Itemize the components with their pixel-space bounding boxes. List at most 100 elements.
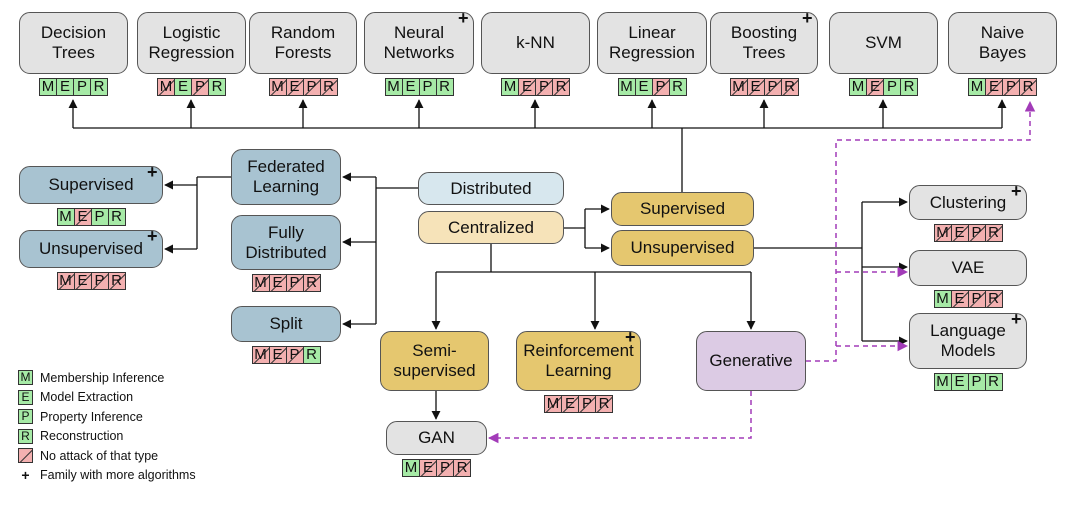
more-algorithms-plus-icon: + — [625, 327, 636, 347]
attack-badge-p: P — [90, 208, 109, 226]
node-random-forests: Random Forests — [249, 12, 357, 74]
attack-badge-e: E — [73, 272, 92, 290]
attack-badge-r: R — [900, 78, 918, 96]
more-algorithms-plus-icon: + — [147, 162, 158, 182]
attack-badge-e: E — [985, 78, 1003, 96]
attack-badge-m: M — [384, 78, 403, 96]
attack-badge-e: E — [174, 78, 192, 96]
attack-badge-p: P — [578, 395, 596, 413]
attack-badge-r: R — [208, 78, 226, 96]
attack-badge-m: M — [251, 346, 270, 364]
generative-to-gan — [487, 391, 752, 444]
attack-badge-e: E — [285, 78, 304, 96]
attack-badge-m: M — [933, 224, 952, 242]
node-svm: SVM — [829, 12, 938, 74]
attack-badge-r: R — [107, 208, 126, 226]
attack-badge-p: P — [1002, 78, 1020, 96]
attack-badge-p: P — [967, 224, 986, 242]
attack-badge-p: P — [967, 290, 986, 308]
more-algorithms-plus-icon: + — [1011, 181, 1022, 201]
legend-item: P Property Inference — [18, 407, 196, 427]
attack-badge-p: P — [967, 373, 986, 391]
attack-badge-e: E — [56, 78, 74, 96]
node-federated-learning: Federated Learning — [231, 149, 341, 205]
attack-badge-m: M — [933, 290, 952, 308]
legend-item: R Reconstruction — [18, 427, 196, 447]
more-algorithms-plus-icon: + — [458, 8, 469, 28]
attack-badge-r: R — [780, 78, 799, 96]
attack-badge-e: E — [518, 78, 536, 96]
legend-label: Property Inference — [40, 409, 143, 424]
attack-badge-e: E — [866, 78, 884, 96]
node-unsupervised: Unsupervised — [611, 230, 754, 266]
attack-badge-r: R — [984, 290, 1003, 308]
legend-label: Reconstruction — [40, 429, 124, 444]
attack-badge-m: M — [544, 395, 562, 413]
attack-badge-r: R — [595, 395, 613, 413]
legend-label: Model Extraction — [40, 390, 134, 405]
attack-badge-m: M — [849, 78, 867, 96]
legend-label: Membership Inference — [40, 370, 165, 385]
attack-badge-m: M — [617, 78, 636, 96]
attack-badge-p: P — [535, 78, 553, 96]
legend-item: +Family with more algorithms — [18, 466, 196, 486]
node-knn: k-NN — [481, 12, 590, 74]
attack-badge-m: M — [968, 78, 986, 96]
node-vae: VAE — [909, 250, 1027, 286]
attack-badge-e: E — [746, 78, 765, 96]
attack-badge-m: M — [157, 78, 175, 96]
node-logistic-regression: Logistic Regression — [137, 12, 246, 74]
node-supervised: Supervised — [611, 192, 754, 226]
node-language-models: Language Models — [909, 313, 1027, 369]
attack-badge-e: E — [401, 78, 420, 96]
attack-badge-e: E — [950, 290, 969, 308]
attack-badge-p: P — [90, 272, 109, 290]
attack-badge-r: R — [302, 274, 321, 292]
attack-badge-p: P — [285, 346, 304, 364]
attack-badge-p: P — [418, 78, 437, 96]
attack-badge-r: R — [552, 78, 570, 96]
attack-badge-p: P — [191, 78, 209, 96]
attack-badge-p: P — [73, 78, 91, 96]
attack-badge-e: E — [950, 373, 969, 391]
more-algorithms-plus-icon: + — [1011, 309, 1022, 329]
attack-badge-m: M — [933, 373, 952, 391]
node-distributed: Distributed — [418, 172, 564, 205]
more-algorithms-plus-icon: + — [147, 226, 158, 246]
legend-label: Family with more algorithms — [40, 468, 196, 483]
attack-badge-e: E — [73, 208, 92, 226]
legend-swatch: R — [18, 428, 33, 444]
attack-badge-r: R — [90, 78, 108, 96]
node-clustering: Clustering — [909, 185, 1027, 220]
legend-swatch: P — [18, 409, 33, 425]
attack-badge-r: R — [107, 272, 126, 290]
attack-badge-r: R — [1019, 78, 1037, 96]
attack-badge-m: M — [56, 208, 75, 226]
node-generative: Generative — [696, 331, 806, 391]
node-linear-regression: Linear Regression — [597, 12, 707, 74]
node-naive-bayes: Naive Bayes — [948, 12, 1057, 74]
attack-badge-r: R — [668, 78, 687, 96]
attack-badge-r: R — [435, 78, 454, 96]
node-decision-trees: Decision Trees — [19, 12, 128, 74]
node-boosting-trees: Boosting Trees — [710, 12, 818, 74]
node-gan: GAN — [386, 421, 487, 455]
